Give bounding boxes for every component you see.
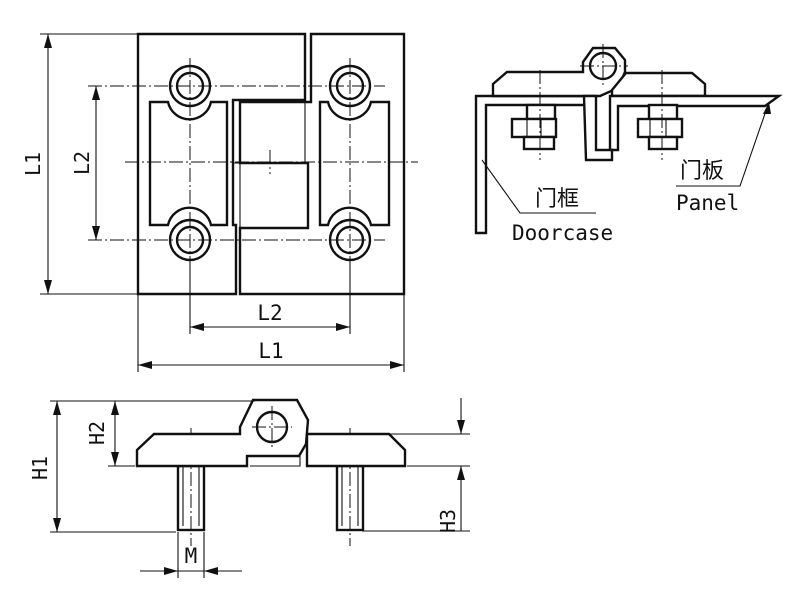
side-left-leaf xyxy=(135,398,310,468)
label-panel-cn: 门板 xyxy=(680,159,724,184)
dimension-l2-horizontal: L2 xyxy=(189,262,351,334)
dimension-l1-horizontal: L1 xyxy=(137,294,405,372)
dimension-h3: H3 xyxy=(362,398,470,533)
left-leaf-outline xyxy=(136,32,307,296)
label-doorcase-en: Doorcase xyxy=(512,221,613,245)
dim-label-l2-horizontal: L2 xyxy=(257,301,282,325)
panel-leader xyxy=(676,101,770,187)
mount-left-leaf xyxy=(491,46,627,98)
knuckle-inner-line xyxy=(233,100,306,228)
front-centerlines xyxy=(88,58,418,268)
panel-flange xyxy=(582,94,614,162)
mount-right-leaf xyxy=(610,71,707,98)
left-slot xyxy=(148,100,229,227)
door-panel xyxy=(608,94,783,152)
dim-label-l2-vertical: L2 xyxy=(70,151,94,175)
dimension-m: M xyxy=(140,532,242,578)
dim-label-h2: H2 xyxy=(85,421,109,445)
dim-label-h3: H3 xyxy=(436,509,460,533)
dimension-l2-vertical: L2 xyxy=(70,86,100,240)
side-view: H1 H2 H3 M xyxy=(28,398,470,578)
nut-right xyxy=(636,103,684,151)
right-slot xyxy=(318,100,391,227)
doorcase-leader xyxy=(481,159,596,214)
mounting-view xyxy=(474,44,783,235)
front-view: L1 L2 L2 L1 xyxy=(21,32,418,372)
side-pin-centerline xyxy=(252,406,292,448)
nut-left xyxy=(510,103,558,151)
dim-label-h1: H1 xyxy=(28,456,52,480)
panel-leader-arrow xyxy=(763,102,771,114)
dim-label-l1-vertical: L1 xyxy=(21,152,45,176)
side-bolt-left xyxy=(176,428,206,546)
label-doorcase-cn: 门框 xyxy=(535,187,579,212)
dimension-l1-vertical: L1 xyxy=(21,33,150,295)
dimension-h1: H1 xyxy=(28,400,255,533)
right-leaf-outline xyxy=(238,32,406,296)
dimension-h2: H2 xyxy=(85,401,135,467)
dim-label-l1-horizontal: L1 xyxy=(258,339,283,363)
mount-pin-centerline xyxy=(580,44,628,88)
side-bolt-right xyxy=(335,428,365,546)
label-panel-en: Panel xyxy=(676,191,739,215)
mount-bolt-centerlines xyxy=(539,70,663,160)
dim-label-m: M xyxy=(185,544,198,568)
side-leaf-gap xyxy=(250,456,301,467)
side-right-leaf xyxy=(305,432,407,468)
